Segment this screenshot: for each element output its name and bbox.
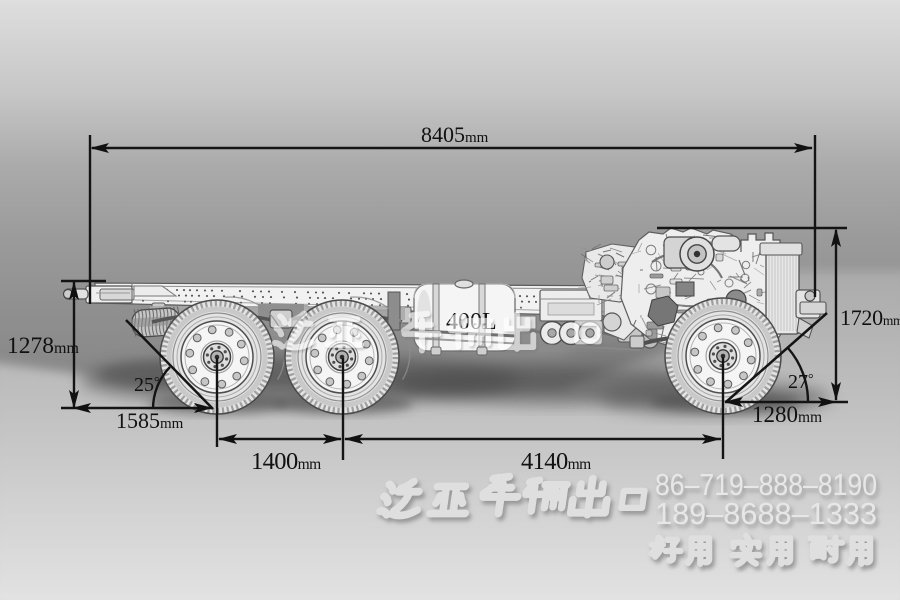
svg-text:27°: 27° [788, 371, 814, 393]
svg-text:189–8688–1333: 189–8688–1333 [655, 497, 877, 531]
svg-text:25°: 25° [134, 374, 160, 396]
svg-text:86–719–888–8190: 86–719–888–8190 [655, 468, 877, 502]
svg-text:4140mm: 4140mm [521, 448, 591, 475]
